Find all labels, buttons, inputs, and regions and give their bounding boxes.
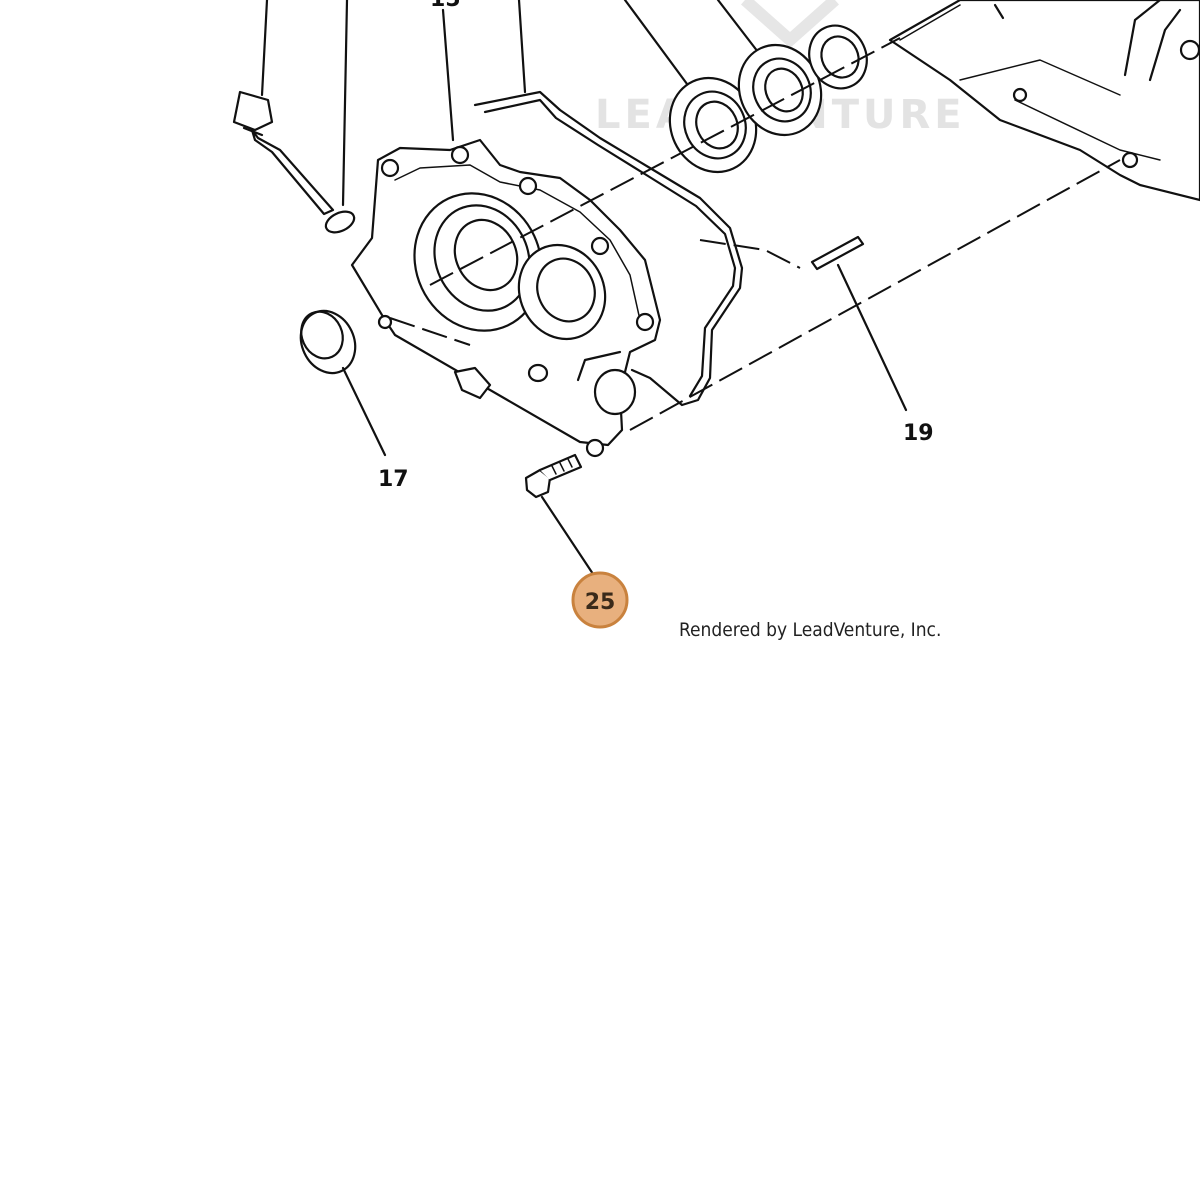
callout-25-number[interactable]: 25	[585, 590, 616, 615]
part-label-19[interactable]: 19	[903, 421, 934, 446]
bearing-2	[737, 43, 823, 137]
part-label-15[interactable]: 15	[430, 0, 461, 12]
callout-25-circle[interactable]	[571, 571, 629, 629]
center-lines	[389, 37, 1121, 431]
o-ring	[324, 210, 356, 234]
bolt	[524, 453, 599, 582]
part-label-17[interactable]: 17	[378, 467, 409, 492]
dipstick	[232, 90, 335, 216]
oil-seal	[299, 309, 387, 457]
leader-lines-top	[260, 0, 760, 207]
gasket	[473, 90, 744, 407]
oil-seal-top	[808, 24, 868, 90]
dowel-pin	[810, 235, 908, 412]
crankcase-cover	[350, 138, 662, 458]
render-credit: Rendered by LeadVenture, Inc.	[679, 619, 941, 641]
callout-25[interactable]: 25	[571, 571, 629, 629]
crankcase-half	[888, 0, 1200, 202]
